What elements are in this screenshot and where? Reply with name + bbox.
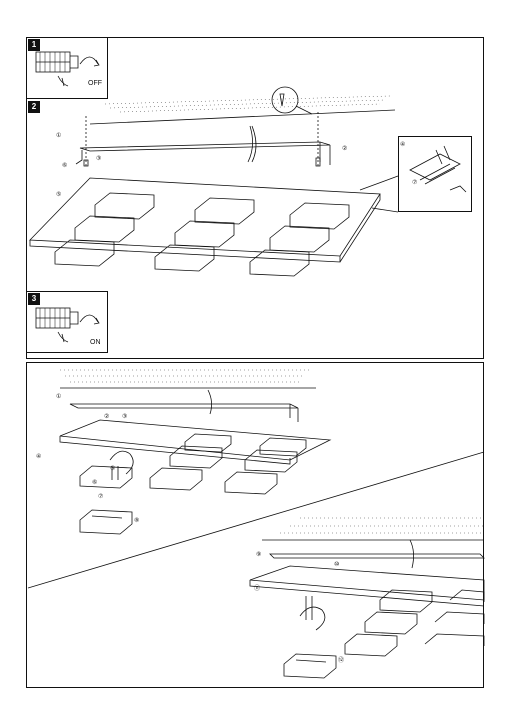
step-1-switch-off-inset [26, 37, 108, 99]
callout-3-bottom: ③ [122, 413, 127, 420]
step-2-badge: 2 [28, 101, 40, 113]
callout-5-bottom: ⑤ [110, 465, 115, 472]
luminaire-base [29, 177, 381, 263]
breaker-switch-on-icon [35, 307, 100, 343]
callout-2-bottom: ② [104, 413, 109, 420]
callout-10-bottom: ⑩ [334, 561, 339, 568]
step-3-badge: 3 [28, 293, 40, 305]
ceiling-texture-bottom-b [280, 517, 484, 534]
mounting-bracket [75, 141, 331, 165]
ceiling-texture-bottom-a [60, 369, 310, 383]
bracket-bottom-b [269, 539, 485, 569]
callout-6-top: ⑥ [62, 162, 67, 169]
ceiling-texture [104, 95, 391, 113]
bottom-instruction-panel [26, 362, 484, 688]
removed-module-a [79, 509, 133, 535]
step-1-badge: 1 [28, 39, 40, 51]
callout-5-top: ⑤ [56, 191, 61, 198]
callout-8-bottom: ⑧ [134, 517, 139, 524]
light-module-group-top [54, 192, 350, 277]
cable [247, 125, 257, 163]
wiring-terminal [409, 145, 467, 193]
magnifier-icon [271, 86, 313, 115]
callout-7-top: ⑦ [412, 179, 417, 186]
top-callouts: ① ② ③ ④ ⑤ ⑥ ⑦ [56, 132, 417, 198]
callout-6-bottom: ⑥ [92, 479, 97, 486]
luminaire-bottom-a [59, 419, 332, 495]
top-instruction-panel [26, 37, 484, 359]
switch-on-label: ON [90, 339, 101, 346]
removed-module-b [283, 653, 337, 679]
callout-4-bottom: ④ [36, 453, 41, 460]
callout-3-top: ③ [96, 155, 101, 162]
ceiling-line [89, 109, 396, 125]
callout-2-top: ② [342, 145, 347, 152]
screw-right [315, 112, 321, 168]
wiring-detail-inset [398, 136, 472, 212]
callout-4-top: ④ [400, 141, 405, 148]
callout-9-bottom: ⑨ [256, 551, 261, 558]
bottom-callouts: ① ② ③ ④ ⑤ ⑥ ⑦ ⑧ ⑨ ⑩ ⑪ ⑫ [36, 393, 344, 664]
screw-left [83, 116, 89, 168]
callout-7-bottom: ⑦ [98, 493, 103, 500]
luminaire-bottom-b [249, 565, 485, 657]
callout-11-bottom: ⑪ [254, 584, 260, 592]
callout-1-bottom: ① [56, 393, 61, 400]
switch-off-label: OFF [88, 80, 102, 87]
leader-lines-top [359, 175, 399, 213]
diagonal-divider [27, 451, 485, 589]
bracket-bottom-a [69, 389, 299, 422]
callout-12-bottom: ⑫ [338, 656, 344, 664]
callout-1-top: ① [56, 132, 61, 139]
breaker-switch-off-icon [35, 51, 100, 87]
